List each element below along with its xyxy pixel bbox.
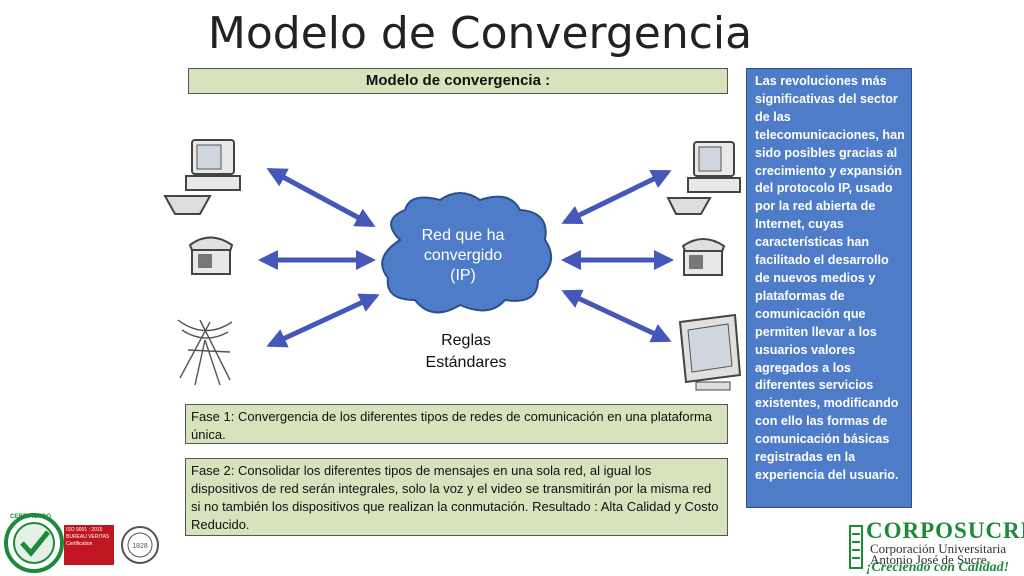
phase-2-box: Fase 2: Consolidar los diferentes tipos … [185,458,728,536]
cloud-label: Red que ha convergido (IP) [410,226,516,286]
arrow-right-top [561,169,672,225]
svg-text:1828: 1828 [132,543,148,550]
certification-logos: 1828 [4,513,159,573]
desktop-computer-icon-right [666,141,741,215]
certified-text: CERTIFICADO [10,514,51,520]
section-header: Modelo de convergencia : [188,68,728,94]
network-cloud-shape [381,192,553,314]
brand-name: CORPOSUCRE [866,518,1024,543]
monitor-icon-right [678,313,742,391]
desktop-computer-icon-left [163,139,241,215]
brand-subtitle-1: Corporación Universitaria [870,541,1007,556]
phase-1-box: Fase 1: Convergencia de los diferentes t… [185,404,728,444]
bureau-veritas-seal-icon: 1828 [121,526,159,564]
rules-label-line: Reglas [441,332,491,349]
side-info-panel: Las revoluciones más significativas del … [746,68,912,508]
corposucre-emblem-icon [849,525,863,569]
bv-text: BUREAU VERITAS [66,534,110,540]
cloud-label-line: Red que ha [421,227,505,244]
brand-subtitle-2: Antonio José de Sucre [870,552,987,567]
arrow-right-bottom [561,289,672,343]
telephone-icon-right [681,238,726,276]
arrow-left-top [266,167,376,228]
cloud-label-line: convergido [423,247,503,264]
cloud-label-line: (IP) [450,267,476,284]
iso-certification-badge: ISO 9001 : 2015 BUREAU VERITAS Certifica… [64,525,114,565]
iso-text: ISO 9001 : 2015 [66,527,103,533]
brand-slogan: ¡Creciendo con Calidad! [866,560,1010,575]
bv-sub: Certification [66,541,93,547]
rules-label: Reglas Estándares [410,330,522,374]
arrow-left-bottom [266,293,380,348]
satellite-antenna-icon [177,319,233,386]
slide-title: Modelo de Convergencia [207,8,753,59]
convergence-diagram [163,139,742,391]
rules-label-line: Estándares [425,354,507,371]
certified-seal-icon [4,513,64,573]
telephone-icon-left [188,236,234,275]
